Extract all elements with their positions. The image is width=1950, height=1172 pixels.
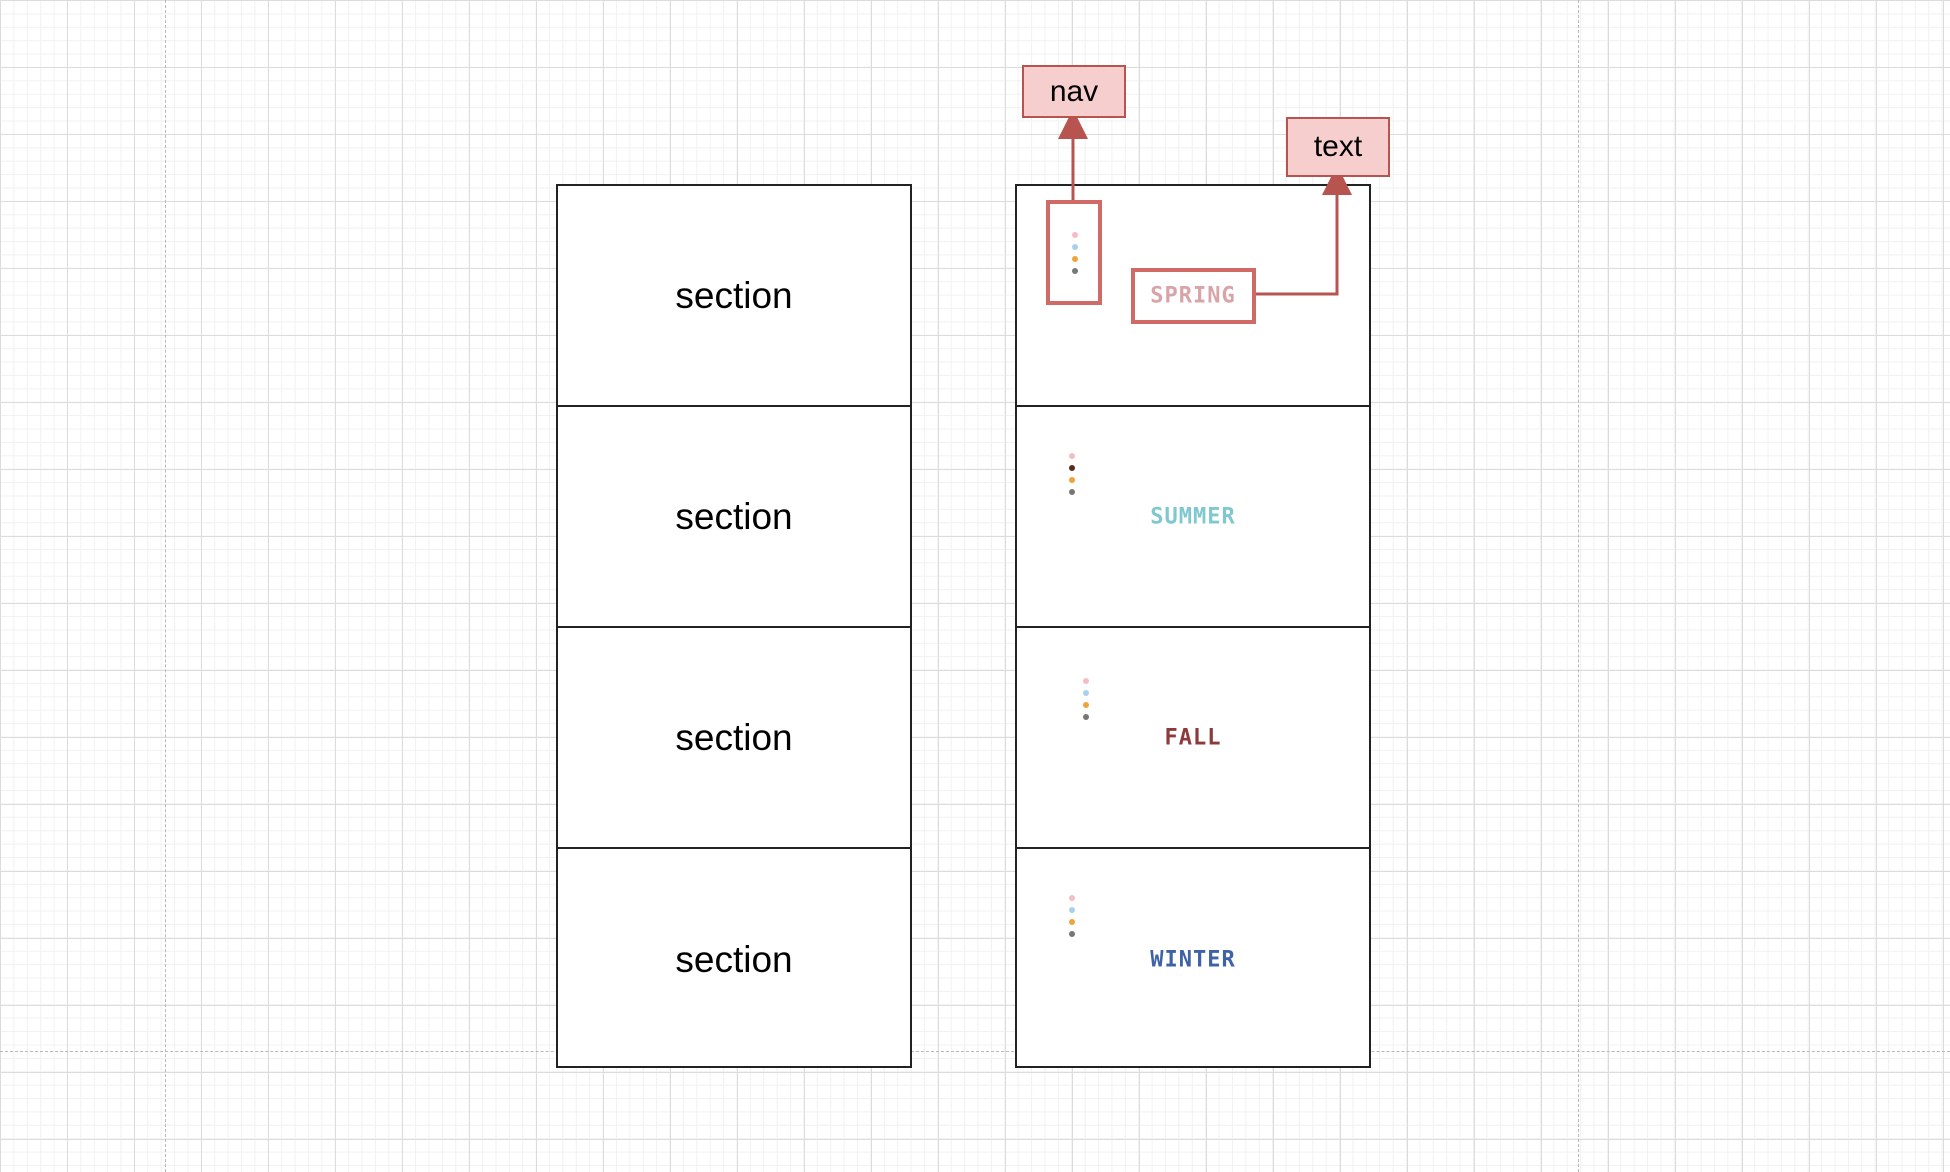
nav-dot[interactable]	[1072, 256, 1078, 262]
nav-dot[interactable]	[1069, 489, 1075, 495]
section-label: section	[675, 938, 793, 980]
nav-dot[interactable]	[1083, 678, 1089, 684]
nav-dot[interactable]	[1083, 714, 1089, 720]
nav-dot[interactable]	[1069, 477, 1075, 483]
nav-dots	[1069, 453, 1075, 495]
guide-line-bottom	[0, 1051, 1950, 1052]
nav-dot[interactable]	[1069, 453, 1075, 459]
nav-callout[interactable]: nav	[1022, 65, 1126, 118]
section-label: section	[675, 274, 793, 316]
nav-dot[interactable]	[1069, 907, 1075, 913]
nav-dots	[1069, 895, 1075, 937]
right-column[interactable]: SPRING SUMMER FALL WINTER	[1015, 184, 1371, 1068]
section-label: section	[675, 716, 793, 758]
nav-highlight-box[interactable]	[1046, 200, 1102, 305]
nav-dot[interactable]	[1083, 690, 1089, 696]
season-section-summer[interactable]: SUMMER	[1017, 407, 1369, 628]
nav-dot[interactable]	[1069, 919, 1075, 925]
guide-line-left	[165, 0, 166, 1172]
nav-dot[interactable]	[1072, 268, 1078, 274]
season-section-winter[interactable]: WINTER	[1017, 849, 1369, 1070]
season-text: FALL	[1164, 725, 1222, 750]
left-column[interactable]: section section section section	[556, 184, 912, 1068]
nav-dot[interactable]	[1083, 702, 1089, 708]
season-section-spring[interactable]: SPRING	[1017, 186, 1369, 407]
season-text: WINTER	[1150, 947, 1236, 972]
nav-dot[interactable]	[1072, 244, 1078, 250]
nav-dot[interactable]	[1069, 465, 1075, 471]
nav-dot[interactable]	[1069, 931, 1075, 937]
section-label: section	[675, 495, 793, 537]
nav-dots	[1072, 232, 1078, 274]
text-highlight-box[interactable]	[1131, 268, 1256, 324]
text-arrow	[1256, 165, 1352, 296]
section-box[interactable]: section	[558, 849, 910, 1070]
section-box[interactable]: section	[558, 628, 910, 849]
season-text: SPRING	[1150, 283, 1236, 308]
nav-dot[interactable]	[1069, 895, 1075, 901]
season-text: SUMMER	[1150, 504, 1236, 529]
season-section-fall[interactable]: FALL	[1017, 628, 1369, 849]
section-box[interactable]: section	[558, 186, 910, 407]
nav-dot[interactable]	[1072, 232, 1078, 238]
text-callout[interactable]: text	[1286, 117, 1390, 177]
guide-line-right	[1578, 0, 1579, 1172]
section-box[interactable]: section	[558, 407, 910, 628]
nav-dots	[1083, 678, 1089, 720]
